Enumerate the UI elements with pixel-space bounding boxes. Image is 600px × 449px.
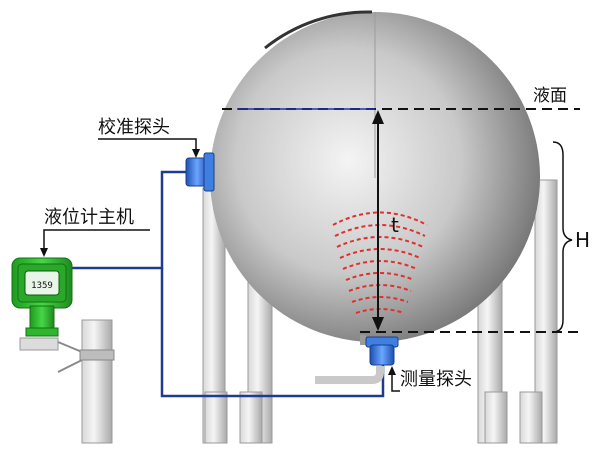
sphere-rim-highlight	[264, 10, 373, 50]
host-arrow	[40, 248, 48, 257]
level-meter-host	[11, 257, 73, 351]
height-H-label: H	[575, 228, 590, 252]
measurement-probe-arrow	[388, 366, 396, 375]
mounting-pole	[57, 319, 115, 444]
display-reading: 1359	[31, 281, 53, 291]
calibration-probe-label: 校准探头	[98, 117, 170, 138]
sphere-tank	[210, 10, 540, 342]
signal-cables	[72, 170, 385, 398]
measurement-probe-leader	[391, 370, 400, 392]
calibration-probe-leader	[98, 138, 197, 155]
distance-t-label: t	[391, 213, 399, 237]
echo-wave-arcs	[332, 211, 428, 314]
measurement-probe-label: 测量探头	[400, 369, 472, 390]
measurement-probe	[315, 335, 399, 384]
calibration-probe	[185, 152, 215, 192]
distance-t-arrow	[372, 110, 384, 331]
host-leader	[43, 229, 150, 253]
height-brace	[552, 141, 573, 333]
level-meter-host-label: 液位计主机	[44, 207, 134, 228]
calibration-probe-arrow	[192, 149, 200, 158]
liquid-surface-label: 液面	[533, 86, 567, 106]
